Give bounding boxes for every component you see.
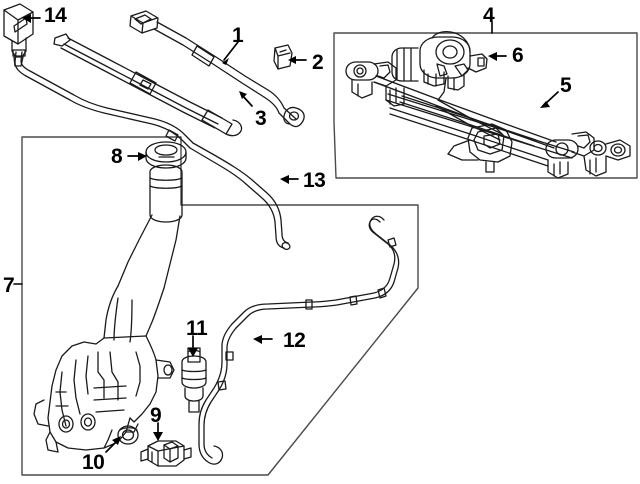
part-wiper-transmission — [345, 31, 631, 179]
callout-8: 8 — [111, 145, 123, 168]
part-wiper-pivot-right — [545, 131, 631, 179]
callout-2: 2 — [312, 51, 324, 74]
part-washer-nozzle-hose — [12, 49, 291, 251]
callout-10: 10 — [82, 451, 105, 474]
part-wiper-blade — [53, 33, 243, 137]
part-washer-pump — [181, 347, 207, 413]
part-wiper-pivot-left — [345, 61, 405, 107]
callout-14: 14 — [44, 4, 67, 27]
callout-5: 5 — [560, 74, 572, 97]
callout-3: 3 — [255, 107, 267, 130]
callout-7: 7 — [3, 274, 15, 297]
callout-11: 11 — [186, 317, 208, 340]
callout-leaders — [22, 14, 559, 453]
part-washer-nozzle — [3, 3, 34, 67]
callout-4: 4 — [483, 4, 495, 27]
group-box-washer-reservoir — [21, 136, 419, 476]
group-box-wiper-transmission — [333, 32, 638, 179]
callout-9: 9 — [150, 404, 162, 427]
part-washer-reservoir — [33, 164, 183, 453]
part-washer-level-sensor — [140, 440, 192, 467]
part-washer-pump-grommet — [117, 425, 139, 445]
part-washer-reservoir-cap — [145, 141, 187, 169]
part-wiper-arm-clip — [273, 44, 293, 70]
callout-12: 12 — [283, 329, 306, 352]
callout-6: 6 — [512, 44, 524, 67]
part-wiper-motor — [391, 31, 488, 101]
part-wiper-arm-driver — [129, 10, 305, 128]
callout-13: 13 — [303, 169, 326, 192]
part-washer-hose — [198, 215, 400, 465]
part-wiper-center-bracket — [447, 123, 513, 173]
callout-1: 1 — [232, 24, 244, 47]
